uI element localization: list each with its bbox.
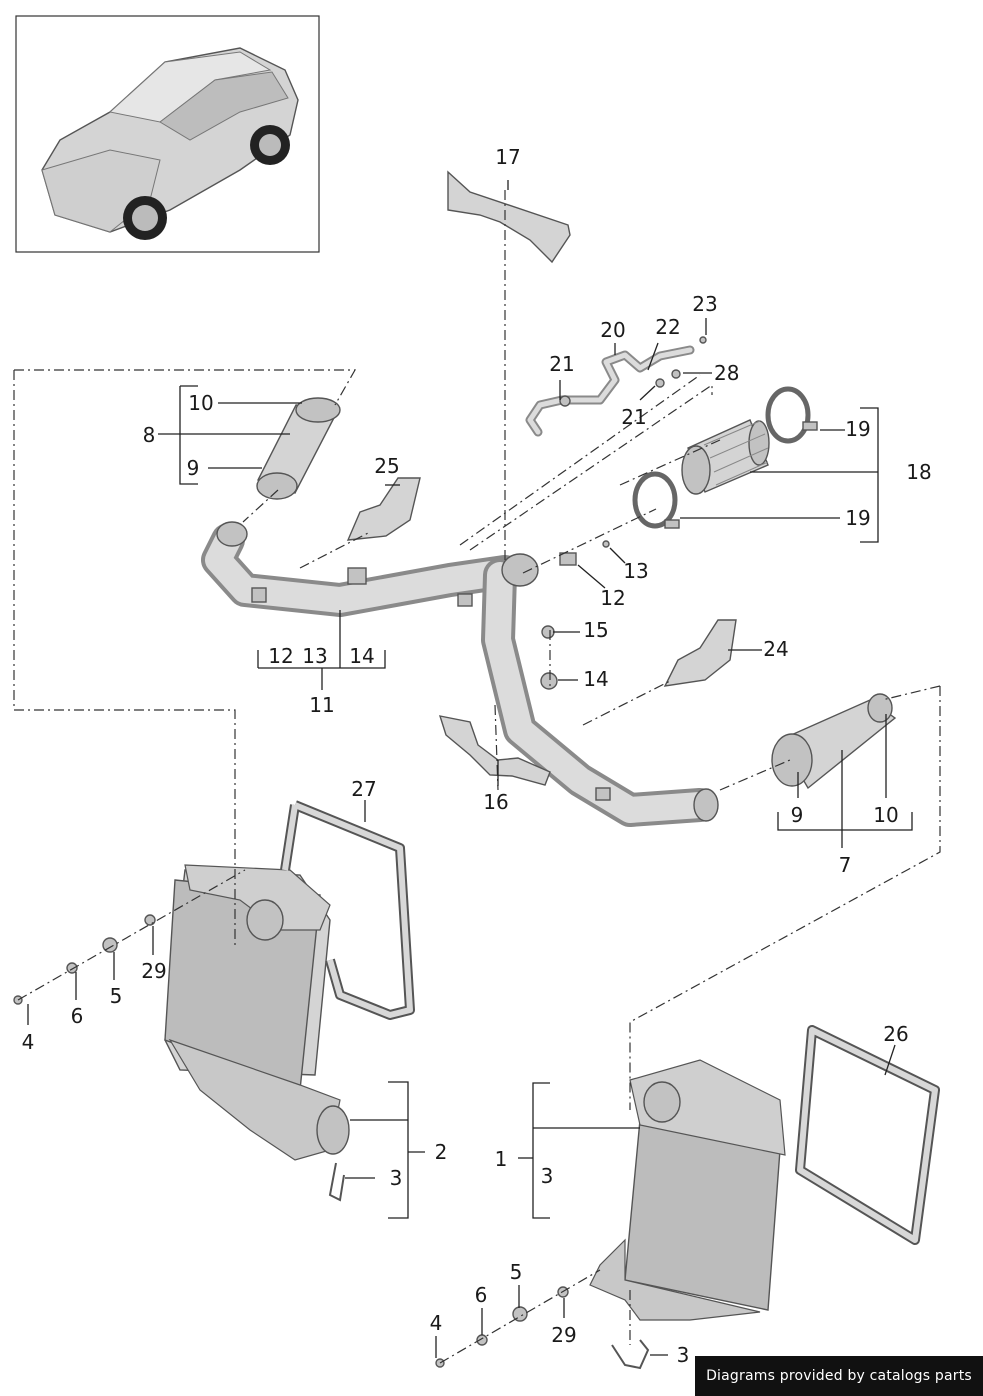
label-15: 15 [583,618,608,642]
label-3c: 3 [677,1343,690,1367]
label-29b: 29 [551,1323,576,1347]
part-17-shield [447,170,571,264]
label-24: 24 [763,637,788,661]
label-13a: 13 [623,559,648,583]
vehicle-thumbnail [15,15,320,253]
label-9a: 9 [187,456,200,480]
label-2: 2 [435,1140,448,1164]
label-6b: 6 [475,1283,488,1307]
label-13b: 13 [302,644,327,668]
label-21a: 21 [549,352,574,376]
label-19a: 19 [845,417,870,441]
label-3a: 3 [390,1166,403,1190]
label-3b: 3 [541,1164,554,1188]
label-8: 8 [143,423,156,447]
footer-credit: Diagrams provided by catalogs parts [695,1356,983,1396]
label-29a: 29 [141,959,166,983]
label-4b: 4 [430,1311,443,1335]
connection-lines [13,190,941,1345]
part-11-charge-pipe [201,521,719,827]
label-21b: 21 [621,405,646,429]
label-22: 22 [655,315,680,339]
label-27: 27 [351,777,376,801]
leader-lines [27,180,913,1358]
fasteners-right [328,1162,650,1370]
part-20-vent-hose [525,336,707,437]
part-19-clamps [632,386,818,529]
part-labels: 17 23 20 22 21 28 21 10 8 9 19 18 19 25 … [22,145,932,1367]
part-24-bracket [663,619,737,687]
part-2-intercooler [164,864,350,1161]
label-10a: 10 [188,391,213,415]
label-9b: 9 [791,803,804,827]
label-4a: 4 [22,1030,35,1054]
label-19b: 19 [845,506,870,530]
label-28: 28 [714,361,739,385]
part-1-intercooler [589,1059,786,1321]
label-1: 1 [495,1147,508,1171]
label-5a: 5 [110,984,123,1008]
fasteners-left [13,869,246,1005]
label-20: 20 [600,318,625,342]
part-18-boost-hose [681,419,770,495]
label-12b: 12 [268,644,293,668]
label-10b: 10 [873,803,898,827]
part-7-hose [771,693,897,790]
part-8-hose [256,397,341,500]
label-23: 23 [692,292,717,316]
label-16: 16 [483,790,508,814]
label-12a: 12 [600,586,625,610]
label-25: 25 [374,454,399,478]
label-6a: 6 [71,1004,84,1028]
label-26: 26 [883,1022,908,1046]
part-16-bracket [438,715,551,786]
label-17: 17 [495,145,520,169]
label-14a: 14 [349,644,374,668]
label-7: 7 [839,853,852,877]
label-18: 18 [906,460,931,484]
part-25-bracket [346,477,421,541]
label-5b: 5 [510,1260,523,1284]
label-14b: 14 [583,667,608,691]
label-11: 11 [309,693,334,717]
